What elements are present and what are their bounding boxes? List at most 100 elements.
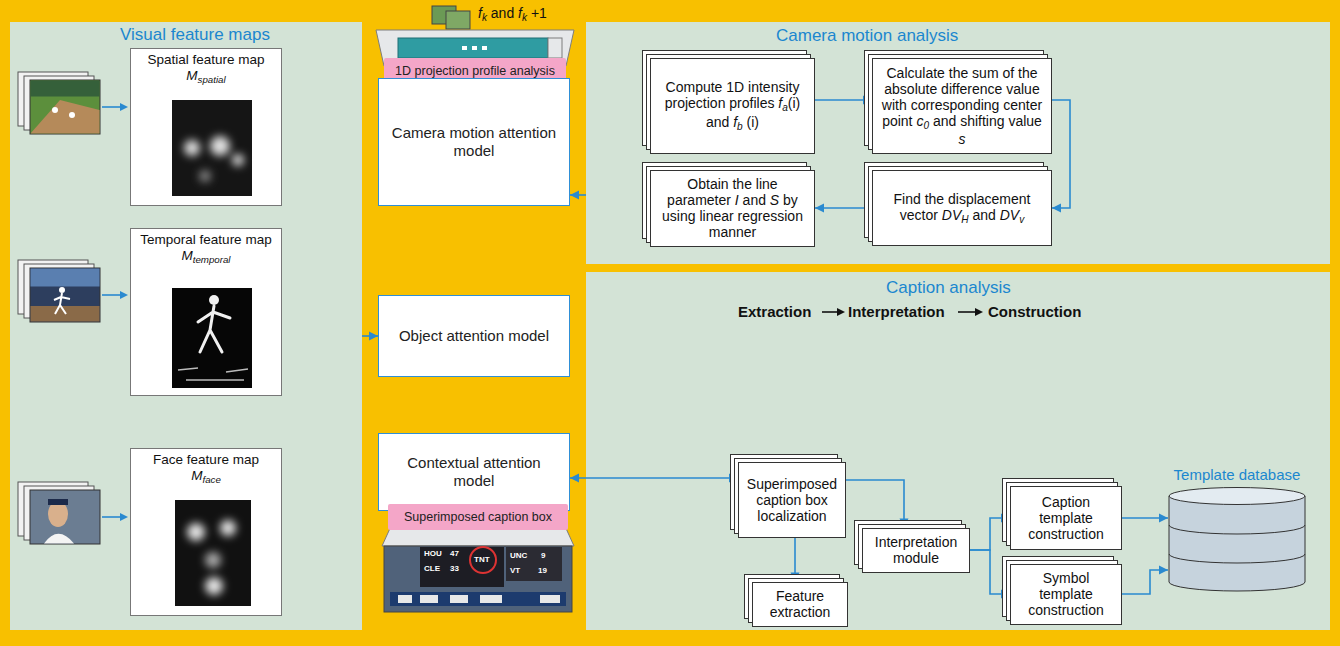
text-line: Temporal feature map: [133, 232, 279, 248]
box-text: M: [186, 68, 197, 83]
box-text: v: [1019, 214, 1024, 225]
box-text: Camera motion attention model: [392, 124, 556, 159]
cylinder-body: [1169, 496, 1305, 591]
temporal-map-image: [172, 288, 252, 388]
caption-device: [382, 524, 574, 612]
connector-line: [970, 550, 1010, 594]
label-group: Extraction: [738, 303, 811, 320]
box-text: (i): [747, 114, 759, 130]
label-text: Construction: [988, 303, 1081, 320]
text-line: Caption template construction: [1016, 494, 1116, 542]
label-group: fk and fk +1: [478, 5, 547, 24]
label-text: Extraction: [738, 303, 811, 320]
panel-title: Camera motion analysis: [776, 26, 958, 46]
box-text: f: [778, 95, 782, 111]
label-text: Interpretation: [848, 303, 945, 320]
text-line: Superimposed caption box localization: [744, 476, 840, 524]
label-text: +1: [531, 5, 547, 21]
connector: [1052, 100, 1070, 213]
label-text: TNT: [474, 555, 490, 564]
box-text: 0: [923, 120, 929, 131]
connector-line: [970, 518, 1010, 550]
text-block: Contextual attention model: [385, 454, 563, 490]
box-text: Symbol template construction: [1028, 570, 1103, 618]
box-text: c: [916, 113, 923, 129]
label-text: k: [482, 12, 487, 23]
text-block: Temporal feature mapMtemporal: [133, 232, 279, 266]
cylinder-disk-line: [1169, 525, 1305, 534]
text-block: Symbol template construction: [1016, 570, 1116, 618]
box-text: Face feature map: [153, 452, 259, 467]
connector-line: [570, 477, 738, 479]
text-block: Face feature mapMface: [133, 452, 279, 486]
text-line: Contextual attention model: [385, 454, 563, 490]
attention-model-box: Camera motion attention model: [378, 78, 570, 206]
attention-model-box: Contextual attention model: [378, 433, 570, 511]
label-text: 9: [541, 551, 545, 560]
arrowhead: [900, 519, 909, 528]
box-text: H: [961, 214, 968, 225]
text-line: Superimposed caption box: [404, 510, 552, 524]
connector: [362, 332, 378, 341]
connector: [815, 96, 872, 105]
arrowhead: [729, 474, 738, 483]
box-text: and: [972, 207, 995, 223]
label-text: f: [478, 5, 482, 21]
text-line: Face feature map: [133, 452, 279, 468]
text-block: Calculate the sum of the absolute differ…: [878, 65, 1046, 148]
text-line: Mspatial: [133, 68, 279, 86]
feature-map-box: Temporal feature mapMtemporal: [130, 228, 282, 396]
process-box: Calculate the sum of the absolute differ…: [872, 58, 1052, 154]
connector: [570, 191, 586, 200]
box-text: Template database: [1174, 466, 1301, 483]
frame-arrows: [102, 103, 128, 521]
label-group: CLE: [424, 564, 440, 573]
video-frames-spatial: [18, 72, 100, 134]
label-group: HOU: [424, 549, 442, 558]
connector: [970, 514, 1010, 551]
text-line: Find the displacement vector DVH and DVv: [878, 191, 1046, 226]
text-line: Symbol template construction: [1016, 570, 1116, 618]
box-text: s: [959, 131, 966, 147]
box-text: f: [733, 114, 737, 130]
database-shape: [1168, 487, 1306, 592]
box-text: Superimposed caption box localization: [747, 476, 837, 524]
text-block: Obtain the line parameter I and S by usi…: [656, 176, 809, 240]
text-block: Template database: [1168, 466, 1306, 483]
process-box: Symbol template construction: [1010, 564, 1122, 625]
text-line: Spatial feature map: [133, 52, 279, 68]
arrowhead: [369, 332, 378, 341]
box-text: I: [735, 192, 739, 208]
label-group: TNT: [474, 555, 490, 564]
box-text: Temporal feature map: [140, 232, 271, 247]
connector: [846, 480, 909, 528]
box-text: and: [743, 192, 766, 208]
connector: [1122, 514, 1168, 523]
feature-map-box: Spatial feature mapMspatial: [130, 48, 282, 206]
box-text: Spatial feature map: [147, 52, 264, 67]
label-text: and: [491, 5, 514, 21]
box-text: Feature extraction: [770, 588, 831, 620]
text-line: Mface: [133, 468, 279, 486]
arrowhead: [863, 96, 872, 105]
box-text: M: [181, 248, 192, 263]
panel: Caption analysisSuperimposed caption box…: [586, 272, 1330, 630]
text-line: 1D projection profile analysis: [395, 64, 555, 78]
text-block: Compute 1D intensity projection profiles…: [656, 79, 809, 132]
text-line: Mtemporal: [133, 248, 279, 266]
box-text: spatial: [198, 74, 226, 85]
box-text: S: [770, 192, 779, 208]
label-group: VT: [510, 566, 520, 575]
process-box: Compute 1D intensity projection profiles…: [650, 58, 815, 154]
arrowhead: [570, 191, 579, 200]
panel-title: Caption analysis: [886, 278, 1011, 298]
connector: [791, 538, 800, 582]
label-text: CLE: [424, 564, 440, 573]
text-block: 1D projection profile analysis: [395, 64, 555, 78]
text-block: Camera motion attention model: [385, 124, 563, 160]
panel: Visual feature mapsSpatial feature mapMs…: [10, 22, 362, 630]
connector-line: [846, 480, 904, 528]
process-box: Feature extraction: [752, 582, 848, 627]
arrowhead: [1001, 590, 1010, 599]
